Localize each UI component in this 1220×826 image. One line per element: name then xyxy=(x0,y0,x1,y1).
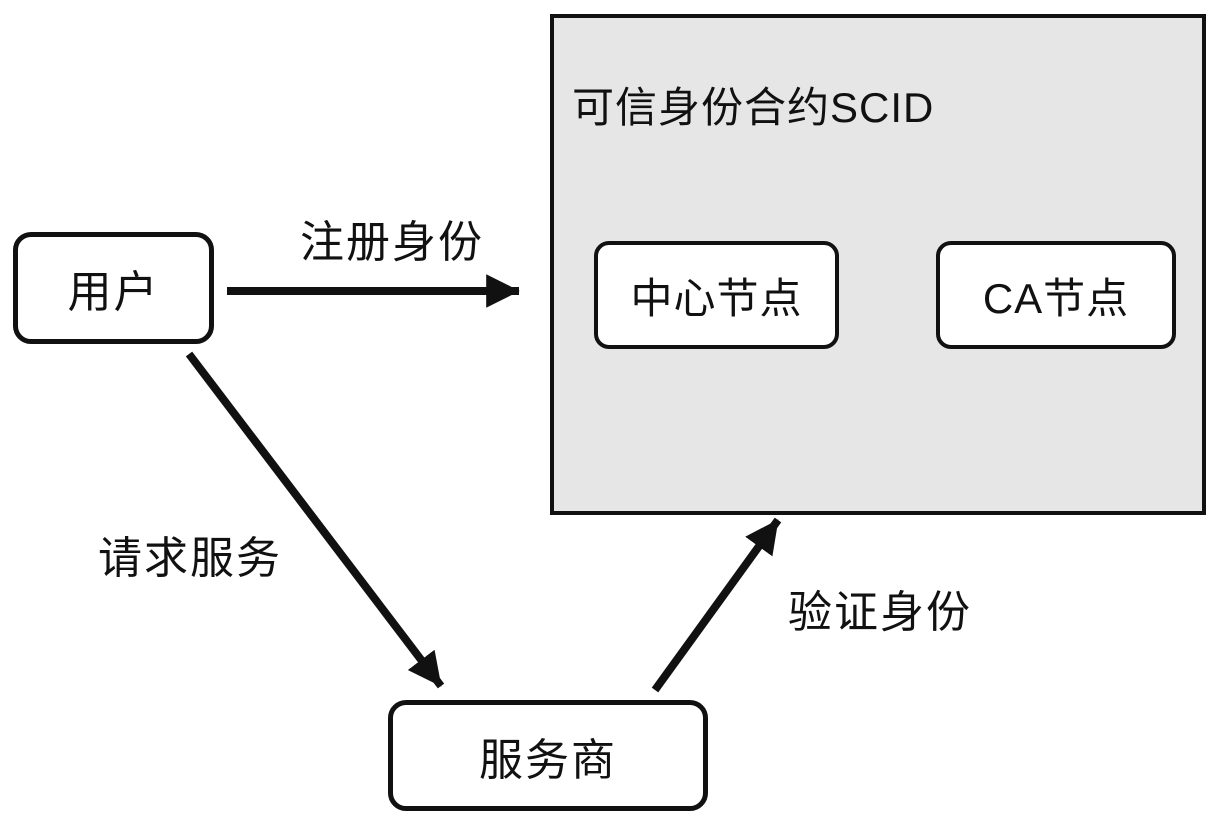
scid-container-box: 可信身份合约SCID 中心节点 CA节点 xyxy=(550,14,1206,515)
ca-node-box: CA节点 xyxy=(936,241,1176,349)
central-node-box: 中心节点 xyxy=(594,241,839,349)
user-node-label: 用户 xyxy=(67,268,160,317)
service-provider-node-label: 服务商 xyxy=(479,735,617,785)
register-identity-label: 注册身份 xyxy=(300,218,484,267)
ca-node-label: CA节点 xyxy=(982,274,1130,322)
central-node-label: 中心节点 xyxy=(630,274,803,322)
request-service-label: 请求服务 xyxy=(98,534,282,583)
service-provider-node-box: 服务商 xyxy=(388,700,708,811)
user-node-box: 用户 xyxy=(13,232,214,344)
verify-identity-arrow xyxy=(651,517,782,693)
scid-container-title: 可信身份合约SCID xyxy=(572,84,935,131)
request-service-arrow xyxy=(185,351,445,689)
verify-identity-label: 验证身份 xyxy=(788,588,972,637)
